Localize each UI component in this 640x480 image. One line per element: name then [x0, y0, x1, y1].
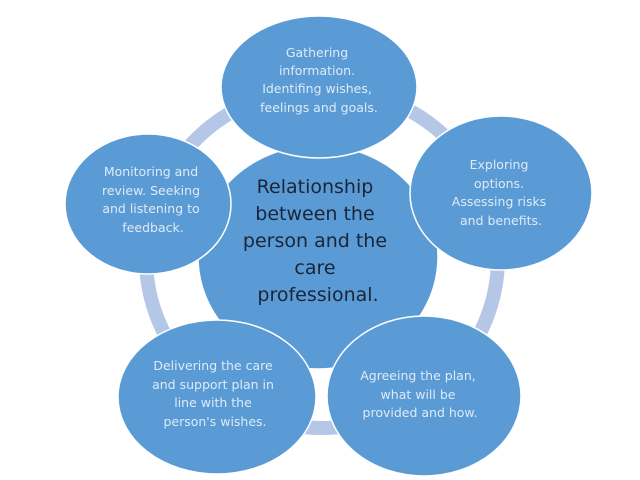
node-label: Agreeing the plan, what will be provided…: [360, 368, 479, 420]
node-label-line: provided and how.: [363, 405, 478, 420]
node-circle: [409, 115, 593, 271]
node-label-line: Assessing risks: [452, 194, 546, 209]
node-circle: [117, 319, 317, 475]
node-monitoring: Monitoring and review. Seeking and liste…: [64, 133, 232, 275]
node-label-line: line with the: [174, 395, 252, 410]
center-label-line: professional.: [257, 284, 378, 306]
node-label-line: Gathering: [286, 45, 348, 60]
node-circle: [326, 315, 522, 477]
node-label-line: feedback.: [122, 220, 183, 235]
node-exploring: Exploring options. Assessing risks and b…: [409, 115, 593, 271]
node-label-line: Delivering the care: [153, 358, 273, 373]
node-label: Exploring options. Assessing risks and b…: [452, 157, 550, 228]
center-label-line: care: [294, 257, 335, 279]
center-label-line: Relationship: [257, 176, 374, 198]
node-label: Delivering the care and support plan in …: [152, 358, 278, 429]
center-label-line: between the: [255, 203, 374, 225]
node-label-line: person's wishes.: [163, 414, 266, 429]
node-delivering: Delivering the care and support plan in …: [117, 319, 317, 475]
node-label-line: what will be: [381, 387, 456, 402]
node-label-line: Exploring: [470, 157, 529, 172]
node-label: Monitoring and review. Seeking and liste…: [102, 164, 204, 235]
node-label-line: Monitoring and: [104, 164, 198, 179]
node-label-line: and support plan in: [152, 377, 274, 392]
node-label-line: and benefits.: [460, 213, 542, 228]
node-label-line: Identifing wishes,: [262, 81, 372, 96]
center-label-line: person and the: [243, 230, 387, 252]
node-label-line: Agreeing the plan,: [360, 368, 476, 383]
node-label-line: options.: [474, 176, 524, 191]
node-label-line: and listening to: [102, 201, 199, 216]
node-label-line: review. Seeking: [102, 183, 200, 198]
center-label: Relationship between the person and the …: [243, 176, 393, 306]
node-circle: [64, 133, 232, 275]
node-agreeing: Agreeing the plan, what will be provided…: [326, 315, 522, 477]
node-label-line: information.: [279, 63, 355, 78]
center-node: Relationship between the person and the …: [197, 144, 439, 370]
node-gathering: Gathering information. Identifing wishes…: [220, 15, 418, 159]
node-circle: [220, 15, 418, 159]
node-label: Gathering information. Identifing wishes…: [260, 45, 378, 115]
node-label-line: feelings and goals.: [260, 100, 378, 115]
